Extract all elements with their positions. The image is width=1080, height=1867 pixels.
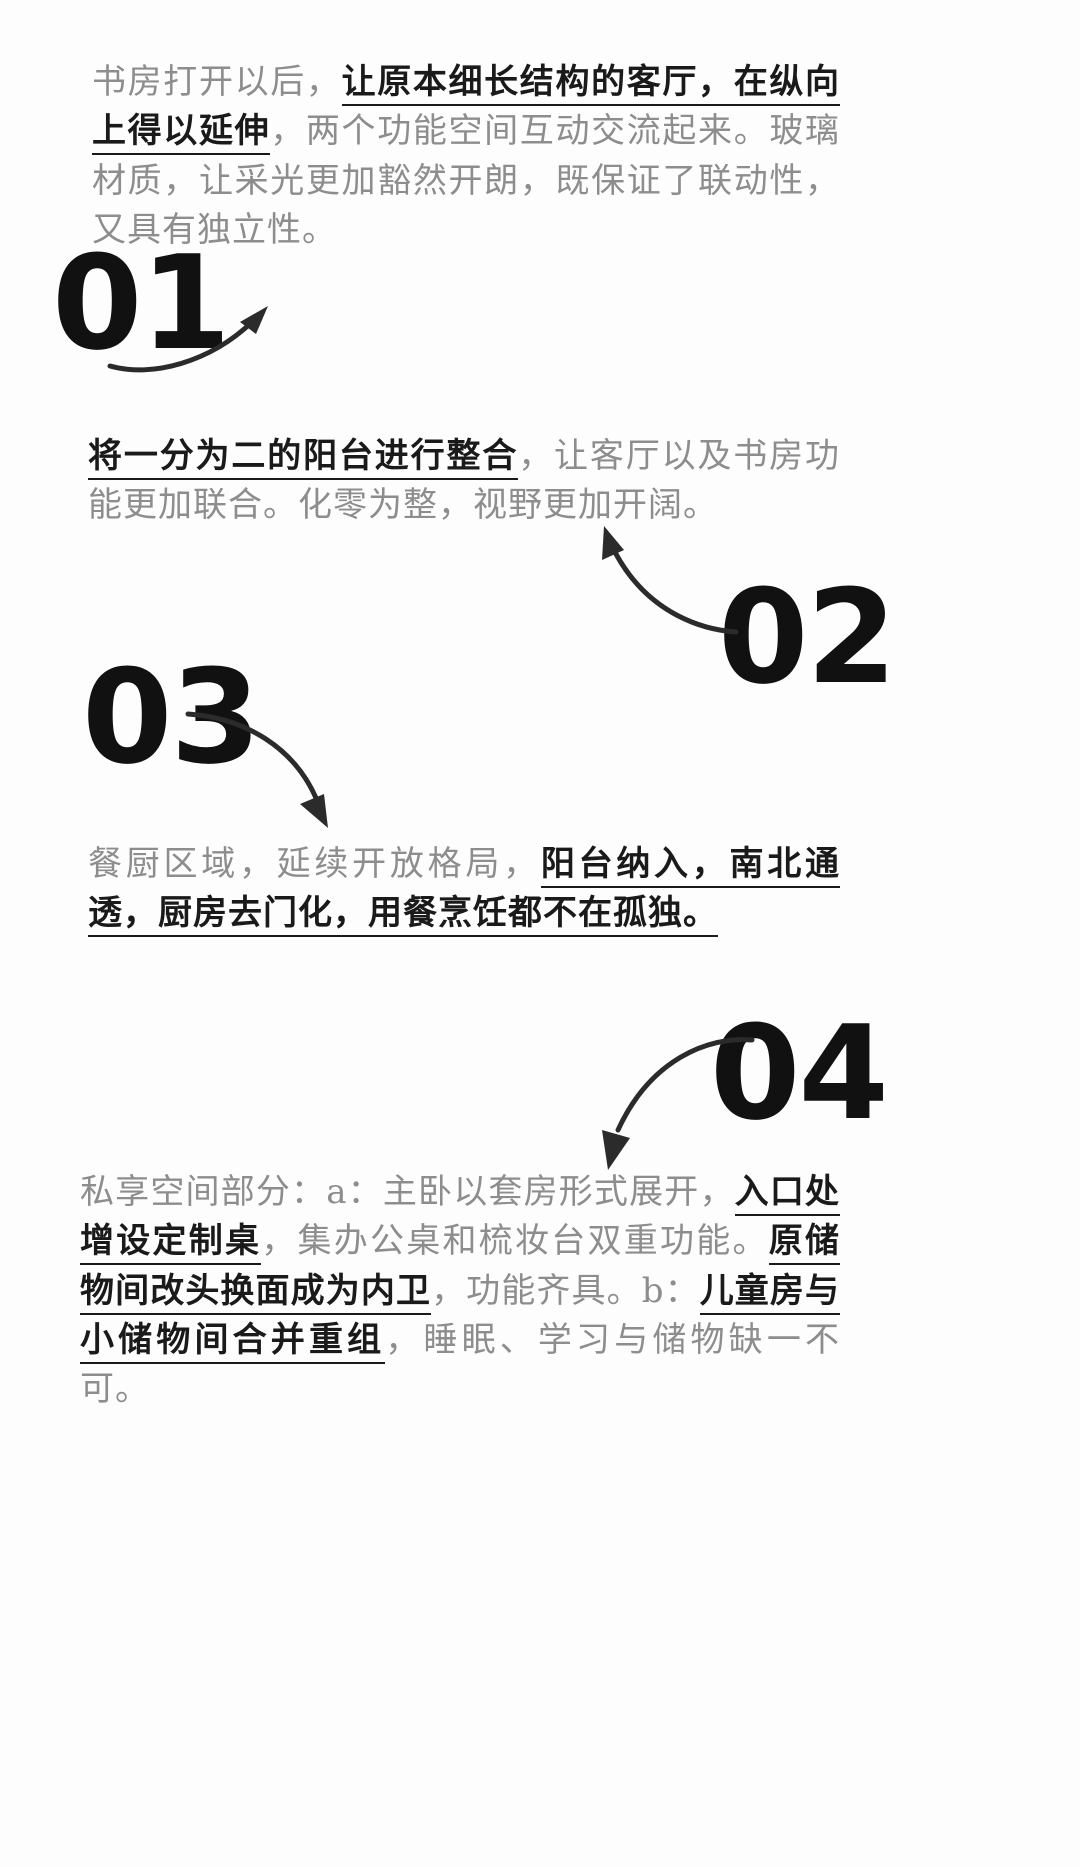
emphasis-text-run: 让原本细长结构的客厅，在纵向上得以延伸 [92, 62, 841, 156]
section-number-03: 03 [82, 641, 261, 793]
emphasis-text-run: 儿童房与小储物间合并重组 [80, 1270, 841, 1364]
section-number-04: 04 [710, 997, 889, 1149]
paragraph-04: 私享空间部分：a：主卧以套房形式展开，入口处增设定制桌，集办公桌和梳妆台双重功能… [80, 1168, 841, 1414]
paragraph-02: 将一分为二的阳台进行整合，让客厅以及书房功能更加联合。化零为整，视野更加开阔。 [88, 432, 840, 531]
emphasis-text-run: 将一分为二的阳台进行整合 [88, 436, 519, 480]
paragraph-01: 书房打开以后，让原本细长结构的客厅，在纵向上得以延伸，两个功能空间互动交流起来。… [92, 58, 841, 255]
emphasis-text-run: 入口处增设定制桌 [80, 1172, 840, 1266]
body-text-run: ，功能齐具。b： [431, 1270, 700, 1311]
curved-arrow-down-left-icon [602, 1037, 755, 1170]
section-number-01: 01 [52, 227, 231, 379]
body-text-run: ，让客厅以及书房功能更加联合。化零为整，视野更加开阔。 [88, 436, 841, 526]
curved-arrow-down-right-icon [185, 711, 328, 828]
body-text-run: ，集办公桌和梳妆台双重功能。 [261, 1221, 769, 1262]
curved-arrow-up-left-icon [602, 526, 739, 635]
body-text-run: 餐厨区域，延续开放格局， [88, 844, 541, 884]
emphasis-text-run: 原储物间改头换面成为内卫 [80, 1221, 840, 1315]
emphasis-text-run: 阳台纳入，南北通透，厨房去门化，用餐烹饪都不在孤独。 [88, 844, 841, 938]
body-text-run: 书房打开以后， [92, 62, 342, 102]
section-number-02: 02 [718, 561, 897, 713]
body-text-run: ，两个功能空间互动交流起来。玻璃材质，让采光更加豁然开朗，既保证了联动性，又具有… [92, 111, 840, 250]
body-text-run: 私享空间部分：a：主卧以套房形式展开， [80, 1172, 735, 1212]
paragraph-03: 餐厨区域，延续开放格局，阳台纳入，南北通透，厨房去门化，用餐烹饪都不在孤独。 [88, 840, 841, 939]
curved-arrow-up-right-icon [107, 306, 268, 373]
body-text-run: ，睡眠、学习与储物缺一不可。 [80, 1319, 841, 1410]
